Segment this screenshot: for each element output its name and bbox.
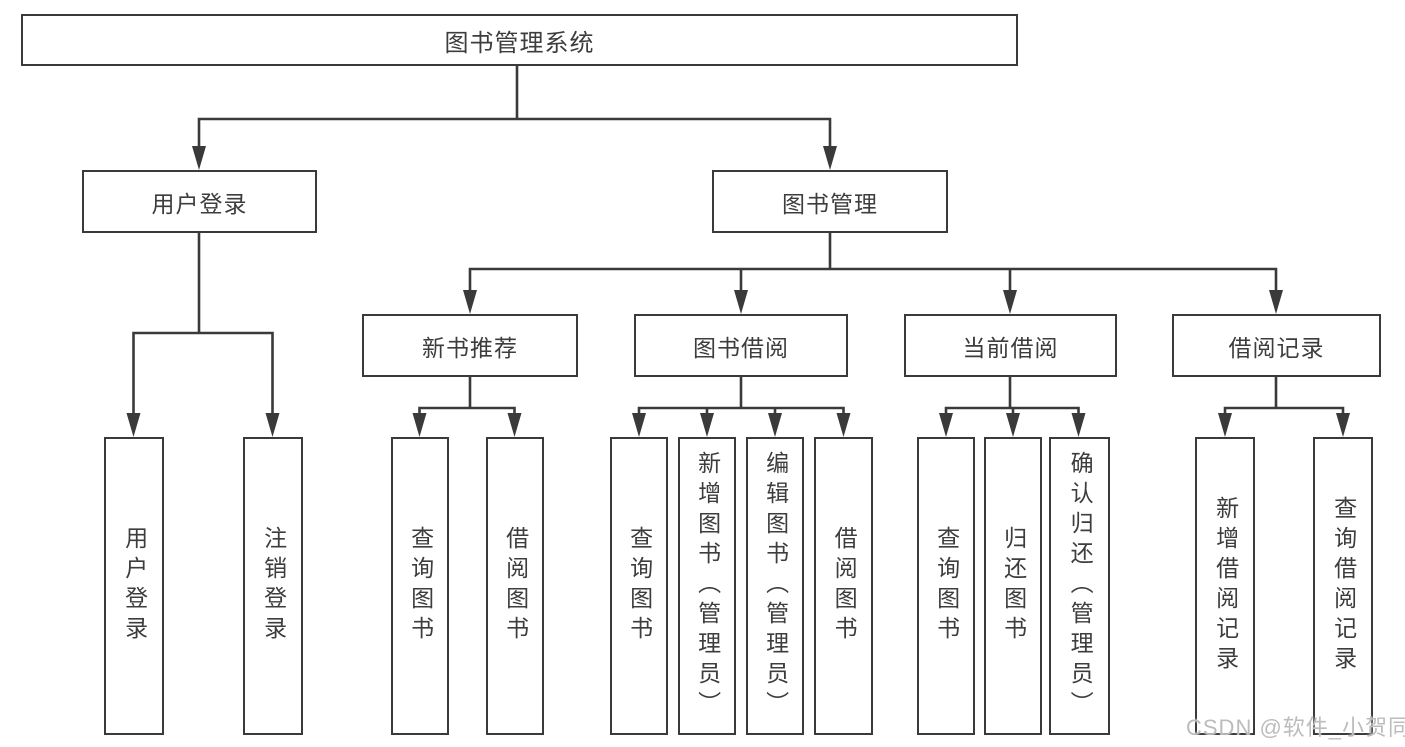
node-book-borrowing: 图书借阅 [634, 314, 848, 377]
node-query-borrow-record: 查询借阅记录 [1313, 437, 1373, 735]
node-user-login: 用户登录 [82, 170, 317, 233]
node-query-books-current: 查询图书 [917, 437, 975, 735]
node-add-book-admin: 新增图书（管理员） [678, 437, 736, 735]
node-edit-book-admin: 编辑图书（管理员） [746, 437, 804, 735]
csdn-watermark: CSDN @软件_小贺同学 [1186, 715, 1405, 740]
node-borrow-books-action: 借阅图书 [814, 437, 873, 735]
node-library-system: 图书管理系统 [21, 14, 1018, 66]
node-new-book-recommendation: 新书推荐 [362, 314, 578, 377]
node-book-management: 图书管理 [712, 170, 948, 233]
node-return-book: 归还图书 [984, 437, 1042, 735]
node-query-books-borrowing: 查询图书 [610, 437, 668, 735]
node-query-books-recommend: 查询图书 [391, 437, 449, 735]
node-confirm-return-admin: 确认归还（管理员） [1049, 437, 1110, 735]
node-borrowing-records: 借阅记录 [1172, 314, 1381, 377]
node-user-login-action: 用户登录 [104, 437, 164, 735]
node-current-borrowing: 当前借阅 [904, 314, 1117, 377]
node-add-borrow-record: 新增借阅记录 [1195, 437, 1255, 735]
node-borrow-books-recommend: 借阅图书 [486, 437, 544, 735]
node-logout-action: 注销登录 [243, 437, 303, 735]
